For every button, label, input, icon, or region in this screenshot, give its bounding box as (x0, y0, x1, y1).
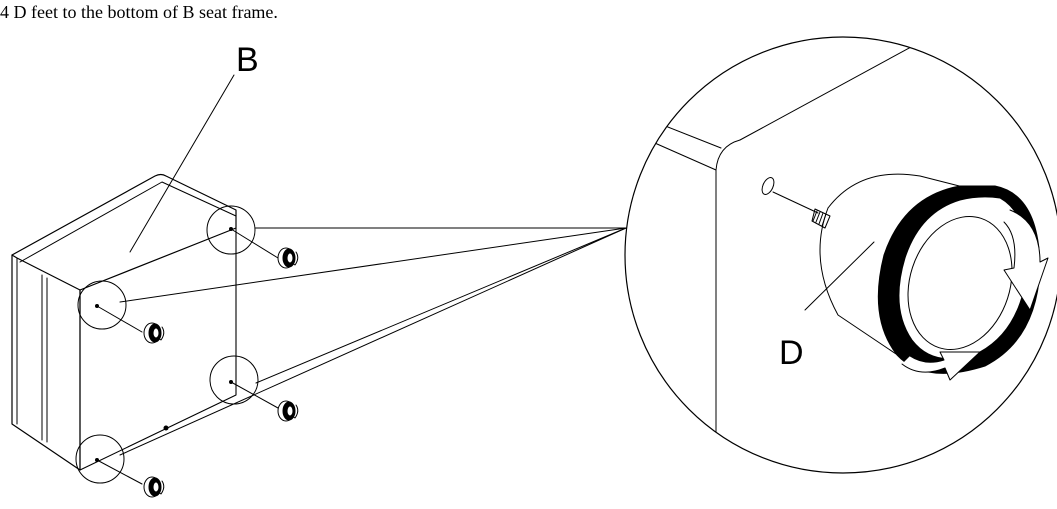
foot-d-small (96, 228, 299, 498)
instruction-text: 4 D feet to the bottom of B seat frame. (0, 2, 278, 22)
zoom-leader-lines (119, 227, 627, 456)
magnified-detail: D (624, 36, 1057, 474)
seat-frame-b (11, 173, 237, 471)
label-b: B (236, 41, 259, 79)
label-b-group: B (129, 41, 259, 253)
label-d: D (779, 334, 804, 372)
detail-circles (75, 205, 259, 484)
screw-thread (811, 208, 831, 229)
